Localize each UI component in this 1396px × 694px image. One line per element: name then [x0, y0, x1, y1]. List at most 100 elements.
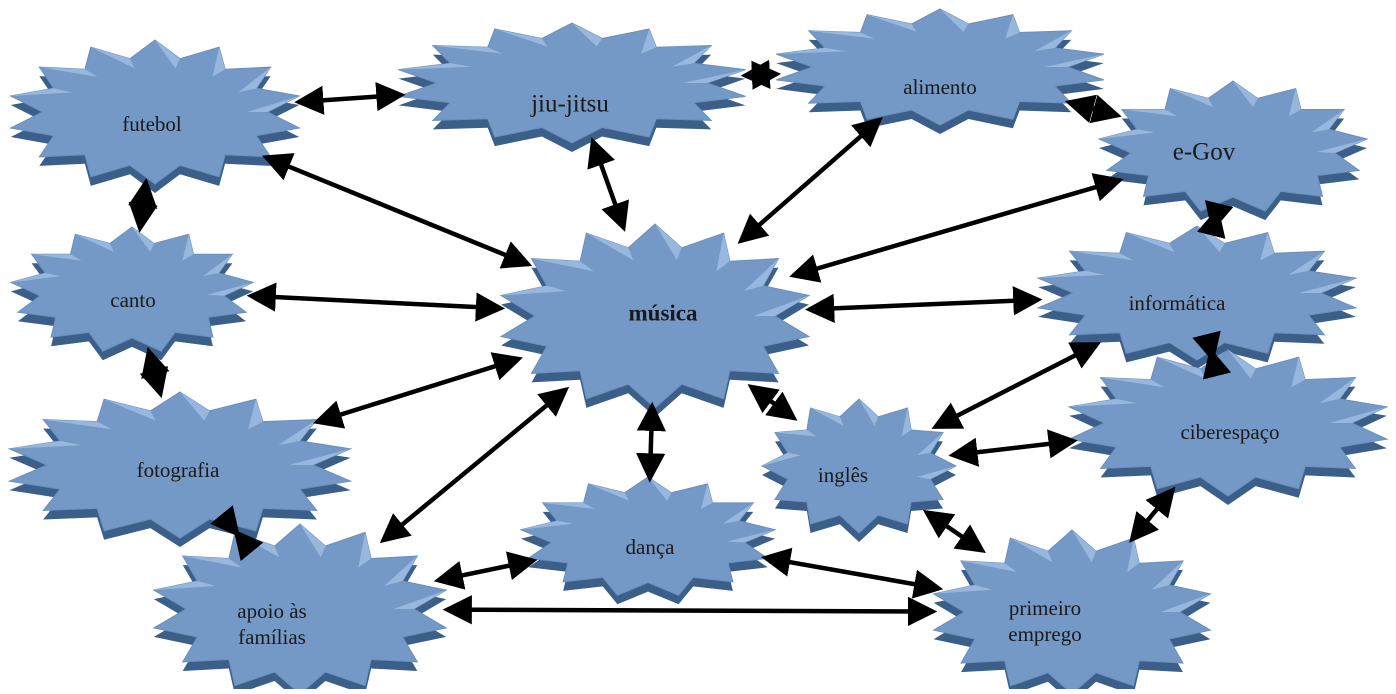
connector-alimento-egov — [1064, 94, 1122, 124]
node-bevel — [1044, 54, 1104, 67]
node-bevel — [289, 448, 351, 465]
node-bevel — [572, 23, 603, 47]
connector-fotografia-musica — [312, 352, 523, 429]
node-bevel — [1121, 109, 1178, 117]
node-shape-danca — [519, 476, 777, 605]
node-shape-futebol — [9, 39, 301, 193]
node-bevel — [586, 233, 634, 261]
node-label-emprego: primeiro emprego — [1008, 595, 1082, 646]
connector-jiujitsu-alimento — [740, 59, 782, 90]
node-bevel — [1311, 109, 1345, 133]
node-label-egov: e-Gov — [1172, 138, 1236, 166]
node-bevel — [104, 399, 156, 421]
node-bevel — [300, 524, 326, 558]
node-label-alimento: alimento — [903, 74, 977, 99]
node-bevel — [810, 408, 844, 426]
node-bevel — [501, 285, 567, 296]
connector-apoio-emprego — [442, 595, 938, 627]
node-bevel — [1319, 377, 1356, 404]
node-bevel — [671, 45, 712, 67]
node-bevel — [961, 560, 1017, 572]
node-shape-fotografia — [7, 391, 353, 547]
node-shape-apoio — [152, 523, 448, 694]
node-bevel — [1260, 232, 1275, 261]
node-bevel — [1072, 530, 1096, 563]
node-bevel — [9, 440, 82, 449]
connector-ingles-emprego — [922, 509, 986, 553]
node-bevel — [384, 556, 418, 586]
node-bevel — [743, 258, 779, 292]
node-shape-emprego — [932, 529, 1212, 694]
node-bevel — [31, 254, 82, 261]
node-shape-ciberespaco — [1067, 349, 1389, 505]
connector-canto-fotografia — [139, 346, 170, 399]
node-bevel — [901, 408, 912, 437]
node-bevel — [248, 399, 263, 430]
node-bevel — [1288, 251, 1325, 275]
node-bevel — [1329, 406, 1387, 423]
node-bevel — [716, 233, 730, 272]
node-bevel — [1233, 81, 1258, 108]
node-bevel — [278, 419, 317, 446]
node-face — [1067, 349, 1389, 497]
connector-musica-danca — [636, 401, 666, 483]
node-label-musica: música — [628, 300, 698, 326]
node-bevel — [655, 224, 682, 261]
node-bevel — [155, 40, 180, 69]
node-bevel — [39, 67, 98, 77]
node-bevel — [808, 30, 875, 39]
node-bevel — [393, 590, 447, 609]
node-bevel — [917, 432, 943, 456]
node-shape-musica — [499, 223, 811, 417]
connector-futebol-jiujitsu — [294, 82, 406, 115]
node-bevel — [10, 88, 72, 96]
connector-informatica-ingles — [931, 342, 1101, 429]
node-shape-alimento — [776, 8, 1104, 134]
node-label-apoio: apoio às famílias — [237, 598, 307, 649]
node-bevel — [1151, 560, 1183, 590]
connector-futebol-canto — [128, 178, 158, 233]
node-bevel — [917, 466, 956, 480]
node-bevel — [203, 254, 233, 277]
node-bevel — [153, 581, 216, 591]
node-label-ingles: inglês — [817, 462, 869, 487]
node-bevel — [722, 502, 754, 524]
node-bevel — [867, 14, 917, 32]
node-bevel — [1010, 538, 1053, 563]
node-bevel — [1160, 593, 1211, 612]
node-bevel — [182, 234, 194, 261]
node-bevel — [776, 47, 846, 55]
node-label-informatica: informática — [1128, 290, 1226, 315]
node-bevel — [10, 273, 61, 283]
connector-danca-apoio — [433, 551, 538, 590]
node-shape-ingles — [760, 398, 958, 542]
node-bevel — [753, 295, 809, 316]
connector-fotografia-apoio — [210, 505, 264, 562]
node-bevel — [1170, 88, 1213, 108]
node-bevel — [238, 67, 271, 93]
node-bevel — [940, 9, 969, 32]
connector-canto-musica — [246, 282, 506, 322]
node-bevel — [212, 47, 226, 77]
node-bevel — [90, 47, 135, 69]
node-bevel — [588, 483, 629, 501]
node-bevel — [432, 45, 503, 54]
connector-jiujitsu-musica — [587, 137, 630, 232]
node-bevel — [132, 227, 155, 252]
node-label-canto: canto — [110, 287, 156, 312]
node-bevel — [1298, 278, 1356, 293]
connector-ciberespaco-emprego — [1129, 486, 1176, 543]
node-bevel — [1127, 538, 1140, 572]
connector-egov-musica — [789, 173, 1124, 283]
node-label-danca: dança — [625, 534, 675, 559]
node-bevel — [682, 69, 746, 83]
node-bevel — [1034, 30, 1072, 52]
node-bevel — [1100, 377, 1165, 388]
node-bevel — [1228, 350, 1256, 379]
node-bevel — [1316, 139, 1367, 153]
connector-futebol-musica — [262, 153, 533, 269]
node-bevel — [1099, 129, 1155, 139]
node-label-fotografia: fotografia — [136, 457, 220, 482]
